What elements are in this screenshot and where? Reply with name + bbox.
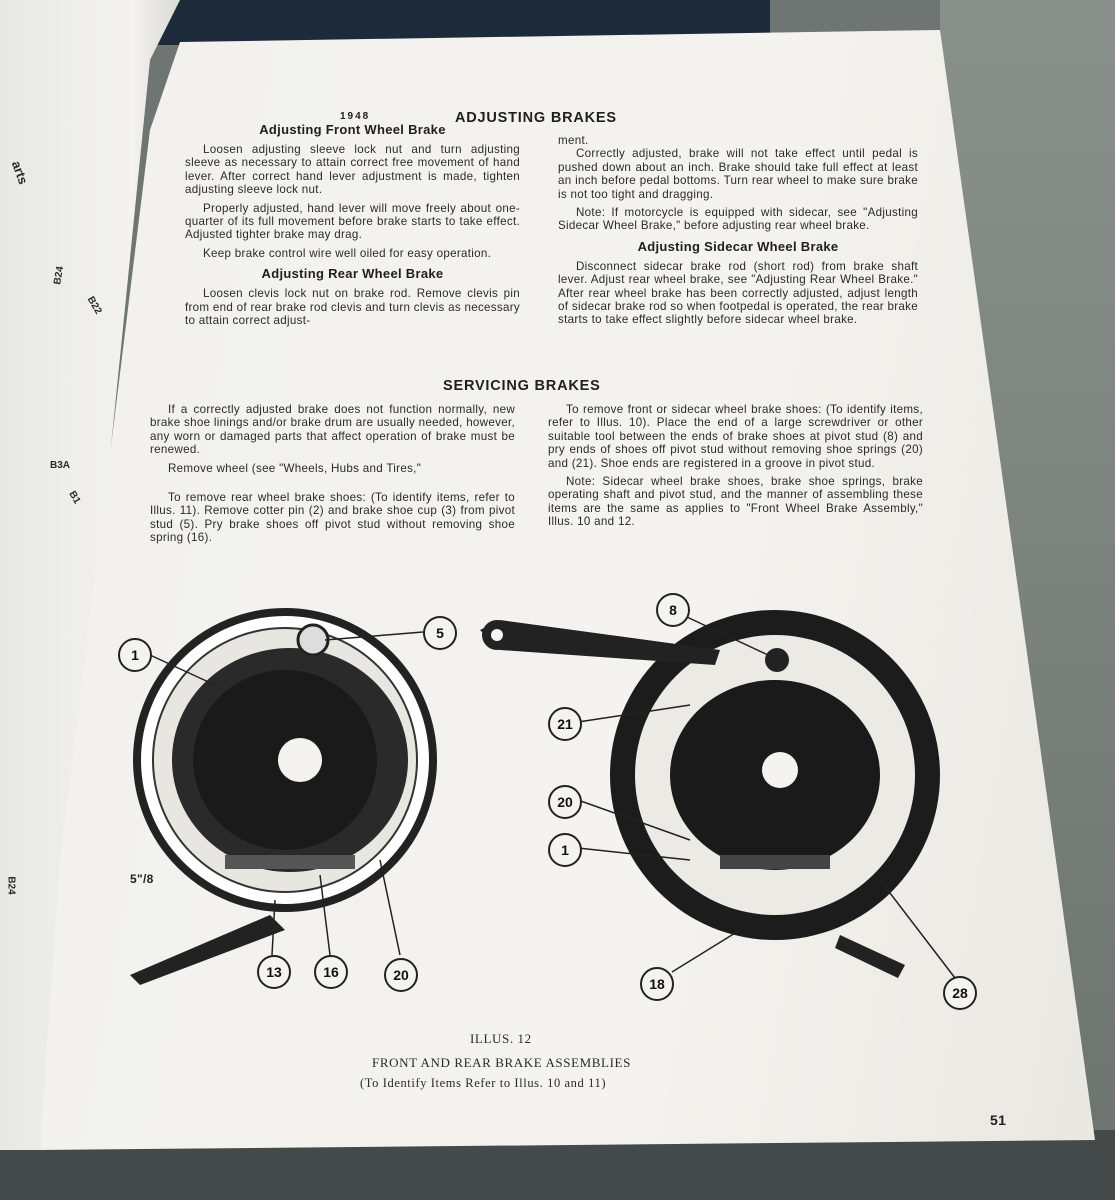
callout-1: 1 [118, 638, 152, 672]
right-column: ment. Correctly adjusted, brake will not… [558, 134, 918, 332]
servicing-right-text: To remove front or sidecar wheel brake s… [548, 403, 923, 534]
callout-8: 8 [656, 593, 690, 627]
paragraph: Remove wheel (see "Wheels, Hubs and Tire… [168, 461, 422, 475]
paragraph: To remove front or sidecar wheel brake s… [548, 403, 923, 470]
paragraph: Loosen adjusting sleeve lock nut and tur… [185, 143, 520, 197]
callout-16: 16 [314, 955, 348, 989]
callout-13: 13 [257, 955, 291, 989]
left-page-label: B3A [50, 460, 71, 471]
caption-number: ILLUS. 12 [470, 1031, 532, 1046]
rear-brake-text-cont: ment. Correctly adjusted, brake will not… [558, 134, 918, 233]
leader-lines [149, 609, 956, 979]
paragraph: Note: Sidecar wheel brake shoes, brake s… [548, 475, 923, 529]
page-number: 51 [990, 1112, 1007, 1128]
left-column: Adjusting Front Wheel Brake Loosen adjus… [185, 122, 520, 332]
heading-rear-brake: Adjusting Rear Wheel Brake [261, 266, 444, 282]
paragraph: To remove rear wheel brake shoes: (To id… [150, 491, 515, 545]
paragraph: Keep brake control wire well oiled for e… [203, 246, 492, 260]
page-title: ADJUSTING BRAKES [455, 110, 617, 126]
paragraph: Properly adjusted, hand lever will move … [185, 201, 520, 242]
callout-20: 20 [548, 785, 582, 819]
callout-1: 1 [548, 833, 582, 867]
callout-5: 5 [423, 616, 457, 650]
rear-brake-text: Loosen clevis lock nut on brake rod. Rem… [185, 287, 520, 327]
caption-note: (To Identify Items Refer to Illus. 10 an… [360, 1076, 607, 1090]
sidecar-brake-text: Disconnect sidecar brake rod (short rod)… [558, 260, 918, 327]
callout-20: 20 [384, 958, 418, 992]
front-brake-text: Loosen adjusting sleeve lock nut and tur… [185, 143, 520, 260]
paragraph: Disconnect sidecar brake rod (short rod)… [558, 259, 918, 327]
paragraph: Loosen clevis lock nut on brake rod. Rem… [185, 287, 520, 328]
caption-title: FRONT AND REAR BRAKE ASSEMBLIES [372, 1055, 631, 1070]
callout-21: 21 [548, 707, 582, 741]
heading-front-brake: Adjusting Front Wheel Brake [259, 122, 446, 137]
page-year: 1948 [340, 111, 371, 122]
paragraph: ment. [558, 134, 589, 147]
heading-sidecar-brake: Adjusting Sidecar Wheel Brake [637, 238, 839, 254]
servicing-left-text: If a correctly adjusted brake does not f… [150, 403, 515, 550]
heading-servicing: SERVICING BRAKES [443, 378, 601, 394]
callout-18: 18 [640, 967, 674, 1001]
callout-28: 28 [943, 976, 977, 1010]
front-brake-drawing [130, 608, 437, 985]
paragraph: Correctly adjusted, brake will not take … [558, 147, 918, 201]
rear-brake-drawing [480, 610, 940, 978]
paragraph: If a correctly adjusted brake does not f… [150, 403, 515, 457]
paragraph: Note: If motorcycle is equipped with sid… [558, 206, 918, 233]
dimension-label: 5"/8 [130, 872, 154, 886]
